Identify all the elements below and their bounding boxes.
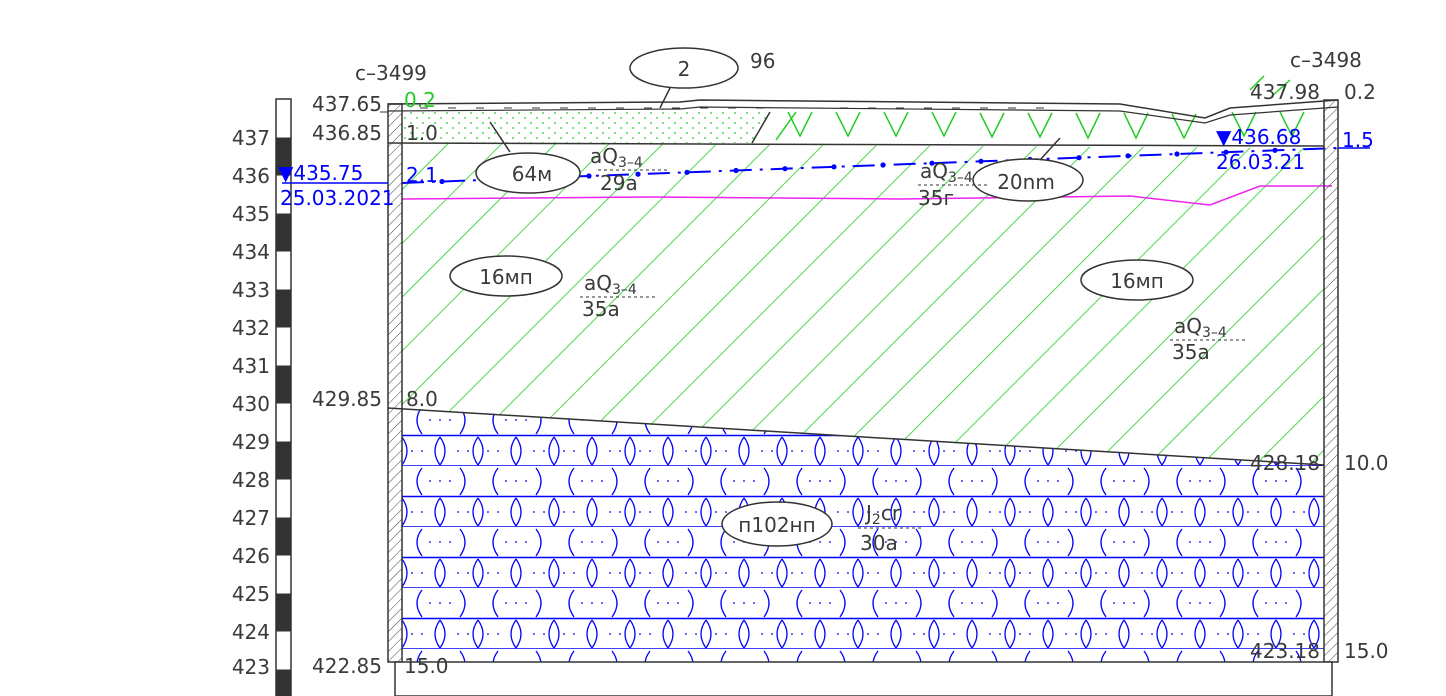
scale-label: 429 (232, 430, 270, 454)
loam-layer (402, 143, 1324, 465)
right-water-depth: 1.5 (1342, 128, 1374, 152)
left-water-depth: 2.1 (406, 163, 438, 187)
layer-boundary (387, 407, 1325, 466)
layer-index-2: aQ3–4 35г (918, 159, 990, 210)
scale-label: 427 (232, 506, 270, 530)
label-ellipse (475, 152, 581, 194)
scale-label: 428 (232, 468, 270, 492)
left-layer2-elevation: 429.85 (312, 387, 382, 411)
svg-text:35a: 35a (1172, 340, 1210, 364)
scale-segment (276, 213, 291, 252)
scale-segment (276, 593, 291, 632)
scale-label: 431 (232, 354, 270, 378)
right-layer2-depth: 10.0 (1344, 451, 1389, 475)
scale-segment (276, 517, 291, 556)
ellipse-label-2: 2 (678, 57, 691, 81)
right-top-depth: 0.2 (1344, 80, 1376, 104)
right-bottom-depth: 15.0 (1344, 639, 1389, 663)
svg-text:35г: 35г (918, 186, 954, 210)
left-layer1-depth: 1.0 (406, 121, 438, 145)
borehole-right-wall (1323, 99, 1339, 663)
label-ellipse (721, 501, 833, 547)
left-bottom-elevation: 422.85 (312, 654, 382, 678)
svg-text:30a: 30a (860, 531, 898, 555)
svg-text:aQ3–4: aQ3–4 (584, 271, 637, 298)
code-96: 96 (750, 49, 775, 73)
svg-text:aQ3–4: aQ3–4 (920, 159, 973, 186)
right-layer2-elevation: 428.18 (1250, 451, 1320, 475)
left-bottom-depth: 15.0 (404, 654, 449, 678)
scale-label: 425 (232, 582, 270, 606)
scale-label: 433 (232, 278, 270, 302)
layer-index-3: aQ3–4 35a (580, 271, 656, 321)
left-top-depth: 0.2 (404, 88, 436, 112)
scale-label: 435 (232, 202, 270, 226)
layer-index-4: aQ3–4 35a (1170, 314, 1246, 364)
svg-text:aQ3–4: aQ3–4 (590, 144, 643, 171)
scale-label: 426 (232, 544, 270, 568)
vegetation-layer (775, 75, 1305, 141)
scale-label: 434 (232, 240, 270, 264)
scale-label: 432 (232, 316, 270, 340)
label-ellipse (1080, 259, 1194, 301)
left-layer1-elevation: 436.85 (312, 121, 382, 145)
scale-segment (276, 365, 291, 404)
section-bottom-frame (394, 661, 1333, 696)
svg-text:J2cr: J2cr (864, 501, 901, 528)
layer-index-1: aQ3–4 29a (590, 144, 668, 195)
scale-segment (276, 669, 291, 696)
water-table (401, 147, 1339, 184)
right-bottom-elevation: 423.18 (1250, 639, 1320, 663)
ellipse-label-16mn-right: 16мп (1110, 269, 1164, 293)
clay-layer (402, 408, 1324, 662)
ellipse-label-n102: п102нп (738, 513, 815, 537)
layer-index-5: J2cr 30a (858, 501, 922, 555)
right-water-date: 26.03.21 (1216, 150, 1305, 174)
scale-segment (276, 137, 291, 176)
ellipse-label-16mn-left: 16мп (479, 265, 533, 289)
layer-labels (449, 47, 1194, 547)
borehole-left-annotations: 437.65 0.2 436.85 1.0 ▼435.75 25.03.2021… (278, 88, 449, 678)
water-table-dots (439, 147, 1278, 185)
borehole-right-name: с–3498 (1290, 48, 1362, 72)
ellipse-label-20nm: 20nm (997, 170, 1055, 194)
scale-label: 424 (232, 620, 270, 644)
sand-layer (402, 110, 770, 143)
ground-surface (387, 99, 1339, 119)
label-ellipse (629, 47, 739, 89)
borehole-right-annotations: 437.98 0.2 ▼436.68 26.03.21 1.5 428.18 1… (1216, 80, 1389, 663)
svg-text:35a: 35a (582, 297, 620, 321)
left-water-date: 25.03.2021 (280, 186, 395, 210)
borehole-left-name: с–3499 (355, 61, 427, 85)
ellipse-label-64m: 64м (512, 162, 553, 186)
layer-boundary (751, 111, 771, 144)
scale-label: 423 (232, 655, 270, 679)
layer-boundary (387, 142, 1325, 147)
label-ellipse (449, 255, 563, 297)
scale-label: 430 (232, 392, 270, 416)
right-top-elevation: 437.98 (1250, 80, 1320, 104)
svg-text:aQ3–4: aQ3–4 (1174, 314, 1227, 341)
scale-label: 437 (232, 126, 270, 150)
scale-segment (276, 289, 291, 328)
left-layer2-depth: 8.0 (406, 387, 438, 411)
label-ellipse (972, 158, 1084, 202)
topsoil-line (387, 106, 1339, 124)
elevation-scale: 437 436 435 434 433 432 431 430 429 428 … (232, 98, 292, 696)
svg-text:29a: 29a (600, 171, 638, 195)
left-top-elevation: 437.65 (312, 92, 382, 116)
scale-segment (276, 441, 291, 480)
right-water-elevation: ▼436.68 (1216, 125, 1301, 149)
left-water-elevation: ▼435.75 (278, 161, 363, 185)
consistency-boundary (401, 185, 1332, 206)
scale-label: 436 (232, 164, 270, 188)
